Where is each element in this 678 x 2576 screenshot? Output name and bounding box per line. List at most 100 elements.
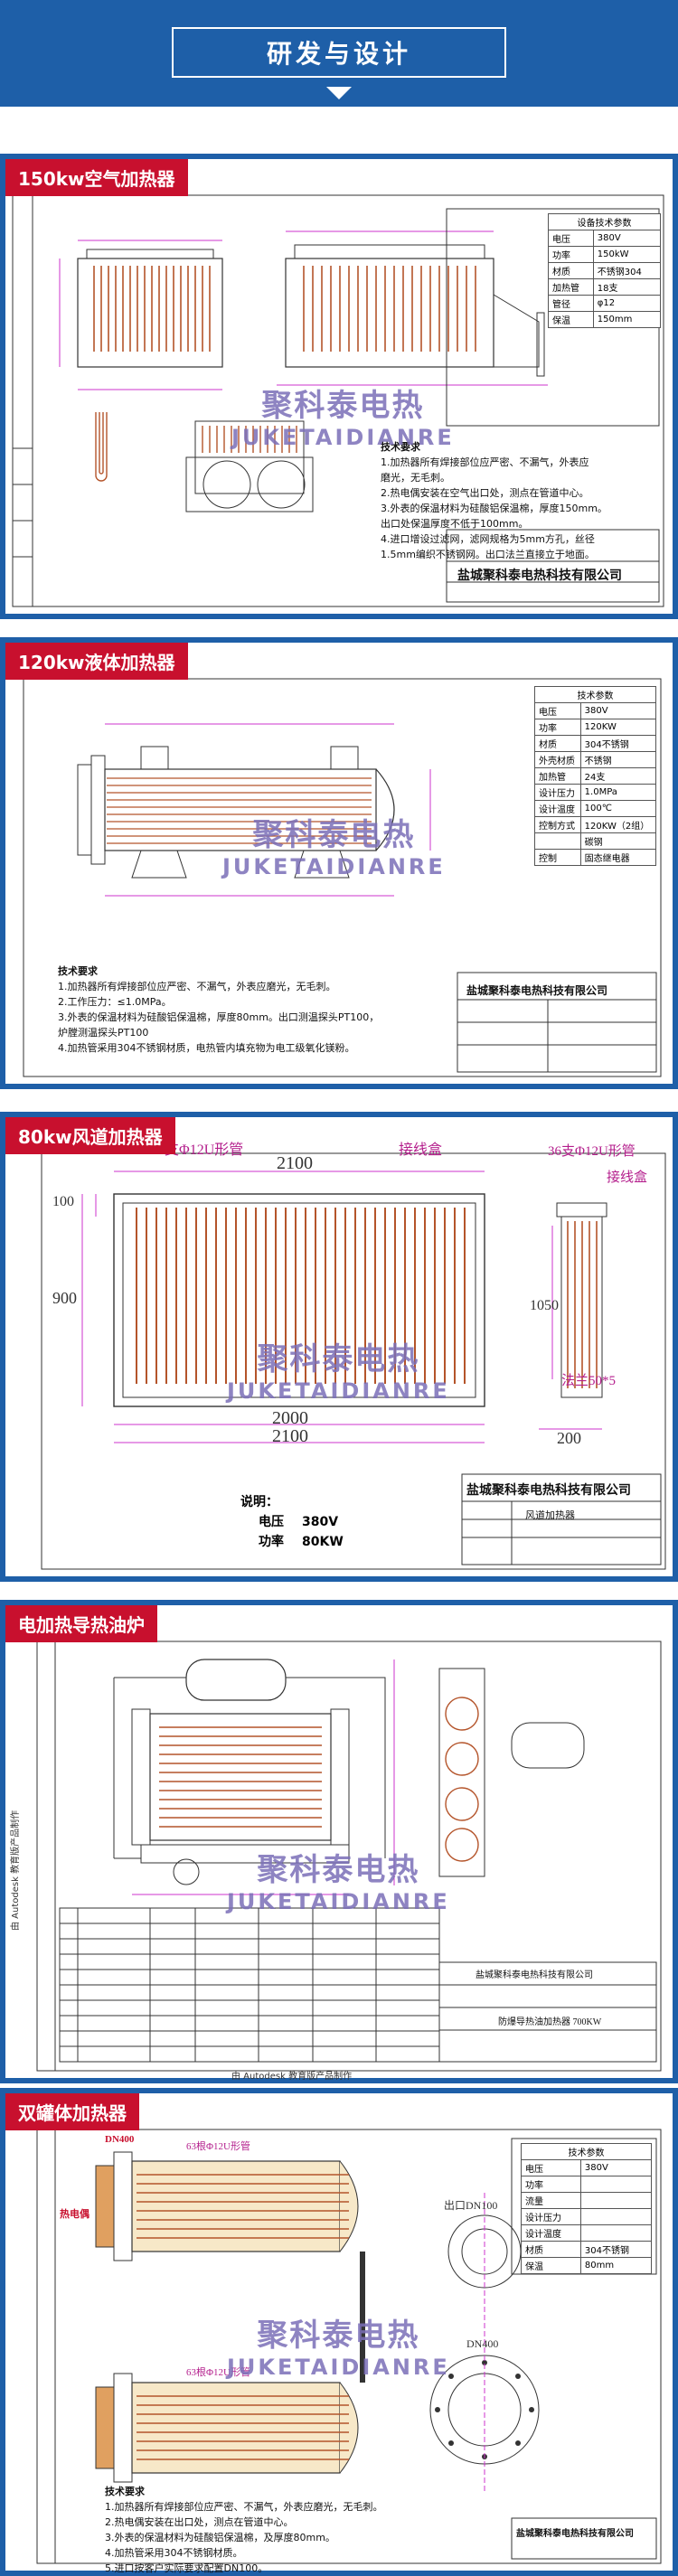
table-row: 设计压力: [521, 2208, 653, 2225]
company-name: 盐城聚科泰电热科技有限公司: [466, 1483, 631, 1498]
section-tab: 120kw液体加热器: [5, 643, 188, 680]
section-double-tank-heater: 双罐体加热器: [0, 2088, 678, 2576]
sub-title: 风道加热器: [525, 1510, 575, 1521]
watermark-logo: 聚科泰电热 JUKETAIDIANRE: [222, 810, 446, 879]
dim-height: 900: [52, 1289, 77, 1307]
company-name: 盐城聚科泰电热科技有限公司: [466, 984, 608, 997]
section-tab: 80kw风道加热器: [5, 1117, 175, 1154]
double-tank-drawing: [36, 2129, 662, 2564]
table-row: 外壳材质不锈钢: [534, 751, 657, 768]
note-line: 出口处保温厚度不低于100mm。: [381, 518, 529, 530]
company-name: 盐城聚科泰电热科技有限公司: [476, 1970, 593, 1980]
label-tubes: 63根Φ12U形管: [186, 2141, 250, 2152]
section-tab: 双罐体加热器: [5, 2093, 139, 2130]
table-row: 设计温度: [521, 2224, 653, 2242]
section-liquid-heater: 120kw液体加热器: [0, 637, 678, 1089]
section-tab: 电加热导热油炉: [5, 1605, 157, 1642]
note-line: 3.外表的保温材料为硅酸铝保温棉，及厚度80mm。: [105, 2532, 335, 2543]
page-header: 研发与设计: [0, 0, 678, 107]
note-line: 4.加热管采用304不锈钢材质。: [105, 2547, 243, 2559]
watermark-en: JUKETAIDIANRE: [231, 425, 455, 450]
table-row: 碳钢: [534, 832, 657, 850]
watermark-logo: 聚科泰电热 JUKETAIDIANRE: [231, 381, 455, 450]
liquid-heater-drawing: [23, 678, 662, 1077]
note-line: 2.热电偶安装在空气出口处，测点在管道中心。: [381, 487, 589, 499]
watermark-cn: 聚科泰电热: [261, 388, 425, 424]
note-line: 4.进口增设过滤网，滤网规格为5mm方孔，丝径: [381, 533, 595, 545]
page-title: 研发与设计: [266, 39, 411, 69]
oil-furnace-drawing: [36, 1641, 662, 2072]
duct-heater-drawing: [41, 1152, 666, 1570]
header-arrow-icon: [326, 87, 352, 99]
note-line: 1.加热器所有焊接部位应严密、不漏气，外表应磨光，无毛刺。: [105, 2501, 383, 2513]
table-row: 功率: [521, 2176, 653, 2193]
watermark-en: JUKETAIDIANRE: [227, 2355, 450, 2380]
note-line: 2.热电偶安装在出口处，测点在管道中心。: [105, 2516, 294, 2528]
table-title: 设备技术参数: [548, 213, 661, 230]
air-heater-drawing: [12, 194, 664, 607]
technical-notes: 技术要求 1.加热器所有焊接部位应严密、不漏气，外表应磨光，无毛刺。 2.热电偶…: [105, 2484, 383, 2576]
watermark-en: JUKETAIDIANRE: [227, 1889, 450, 1914]
dim-side-h: 1050: [530, 1298, 559, 1313]
dim-left: 100: [52, 1194, 74, 1209]
note-line: 磨光，无毛刺。: [381, 472, 450, 484]
watermark-en: JUKETAIDIANRE: [222, 854, 446, 879]
label-flange: 法兰50*5: [561, 1374, 617, 1388]
note-line: 炉膛测温探头PT100: [58, 1027, 149, 1039]
table-row: 控制固态继电器: [534, 849, 657, 866]
watermark-en: JUKETAIDIANRE: [227, 1378, 450, 1404]
watermark-cn: 聚科泰电热: [257, 2317, 420, 2354]
notes-title: 技术要求: [381, 441, 420, 453]
note-line: 3.外表的保温材料为硅酸铝保温棉，厚度80mm。出口测温探头PT100，: [58, 1011, 380, 1023]
autodesk-bottom-text: 由 Autodesk 教育版产品制作: [231, 2072, 353, 2082]
label-tubes-2: 63根Φ12U形管: [186, 2367, 250, 2378]
note-line: 5.进口按客户实际要求配置DN100。: [105, 2562, 268, 2574]
label-tubes-2: 36支Φ12U形管: [548, 1144, 636, 1159]
watermark-cn: 聚科泰电热: [257, 1852, 420, 1888]
company-name: 盐城聚科泰电热科技有限公司: [516, 2529, 634, 2539]
autodesk-side-text: 由 Autodesk 教育版产品制作: [11, 1810, 21, 1931]
dim-bottom2: 2100: [272, 1426, 308, 1446]
note-line: 1.5mm编织不锈钢网。出口法兰直接立于地面。: [381, 549, 595, 560]
header-title-frame: 研发与设计: [172, 27, 506, 78]
technical-notes: 技术要求 1.加热器所有焊接部位应严密、不漏气，外表应磨光，无毛刺。 2.工作压…: [58, 964, 379, 1056]
note-line: 4.加热管采用304不锈钢材质，电热管内填充物为电工级氧化镁粉。: [58, 1042, 355, 1054]
label-junction-2: 接线盒: [607, 1170, 648, 1185]
spec-title: 说明：: [240, 1495, 278, 1509]
notes-title: 技术要求: [58, 965, 98, 977]
table-row: 材质不锈钢304: [548, 262, 662, 279]
section-oil-furnace: 电加热导热油炉: [0, 1600, 678, 2083]
label-box: 热电偶: [60, 2209, 89, 2220]
dim-side-w: 200: [557, 1429, 581, 1447]
section-air-heater: 150kw空气加热器: [0, 154, 678, 619]
section-tab: 150kw空气加热器: [5, 159, 188, 196]
table-row: 流量: [521, 2192, 653, 2209]
watermark-logo: 聚科泰电热 JUKETAIDIANRE: [227, 1334, 450, 1404]
label-dn400: DN400: [105, 2134, 135, 2145]
note-line: 1.加热器所有焊接部位应严密、不漏气，外表应: [381, 456, 589, 468]
table-title: 技术参数: [521, 2143, 652, 2160]
section-duct-heater: 80kw风道加热器: [0, 1112, 678, 1582]
label-junction: 接线盒: [399, 1142, 443, 1158]
label-dn100: 出口DN100: [444, 2199, 498, 2212]
watermark-logo: 聚科泰电热 JUKETAIDIANRE: [227, 1845, 450, 1914]
note-line: 2.工作压力：≤1.0MPa。: [58, 996, 172, 1008]
